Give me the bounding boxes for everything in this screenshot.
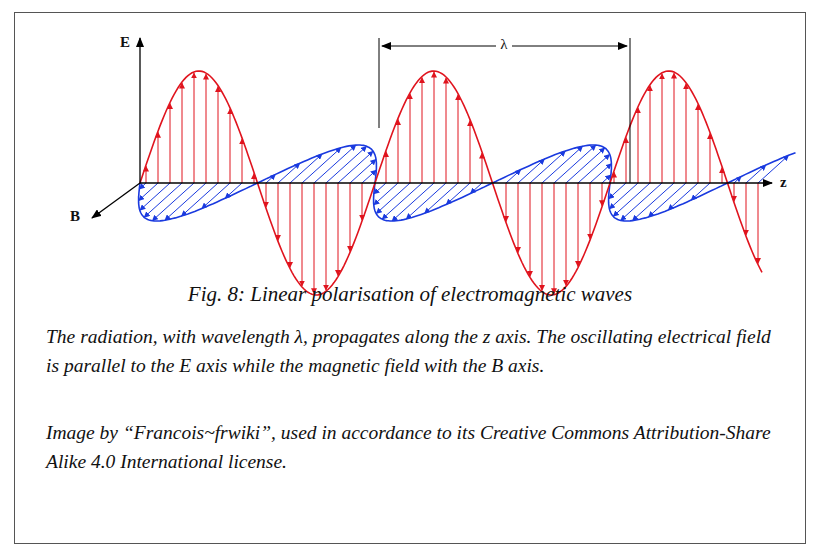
field-arrow bbox=[691, 183, 710, 200]
field-arrow bbox=[170, 104, 171, 184]
field-arrow bbox=[746, 165, 766, 183]
dimension-line bbox=[630, 38, 631, 183]
field-arrow bbox=[140, 183, 170, 210]
field-arrow bbox=[350, 183, 351, 251]
b-axis bbox=[92, 183, 140, 218]
field-arrow bbox=[446, 78, 447, 183]
field-arrow bbox=[410, 94, 411, 183]
magnetic-field-wave bbox=[139, 145, 796, 221]
field-arrow bbox=[698, 105, 699, 184]
field-arrow bbox=[674, 73, 675, 183]
field-arrow bbox=[518, 183, 519, 253]
field-arrow bbox=[542, 183, 543, 291]
field-arrow bbox=[278, 163, 300, 183]
figure-caption: Fig. 8: Linear polarisation of electroma… bbox=[14, 282, 806, 307]
field-arrow bbox=[182, 83, 183, 183]
field-arrow bbox=[266, 183, 267, 207]
field-arrow bbox=[152, 183, 194, 221]
credit-text: Image by “Francois~frwiki”, used in acco… bbox=[46, 418, 786, 476]
field-arrow bbox=[710, 134, 711, 184]
field-arrow bbox=[530, 183, 531, 276]
field-arrow bbox=[668, 183, 698, 210]
axis-label: z bbox=[780, 174, 787, 191]
field-arrow bbox=[278, 183, 279, 240]
field-arrow bbox=[578, 183, 579, 267]
e-axis bbox=[139, 38, 140, 183]
field-arrow bbox=[314, 183, 315, 294]
field-arrow bbox=[398, 119, 399, 183]
dimension-line bbox=[379, 38, 380, 128]
field-arrow bbox=[554, 145, 596, 183]
field-arrow bbox=[686, 84, 687, 183]
field-arrow bbox=[230, 109, 231, 183]
field-arrow bbox=[662, 74, 663, 183]
description-text: The radiation, with wavelength λ, propag… bbox=[46, 322, 786, 380]
field-arrow bbox=[314, 145, 356, 183]
field-arrow bbox=[392, 183, 434, 221]
field-arrow bbox=[139, 183, 158, 201]
field-arrow bbox=[146, 166, 147, 183]
field-arrow bbox=[609, 183, 638, 209]
field-arrow bbox=[326, 146, 367, 183]
z-axis bbox=[140, 182, 772, 183]
field-arrow bbox=[218, 87, 219, 184]
field-arrow bbox=[374, 183, 386, 194]
field-arrow bbox=[470, 121, 471, 183]
field-arrow bbox=[374, 183, 398, 205]
field-arrow bbox=[482, 153, 483, 183]
field-arrow bbox=[758, 183, 759, 264]
field-arrow bbox=[290, 183, 291, 268]
field-arrow bbox=[506, 183, 507, 222]
axis-label: B bbox=[70, 208, 80, 225]
field-arrow bbox=[362, 183, 363, 220]
field-arrow bbox=[302, 148, 341, 183]
field-arrow bbox=[202, 183, 230, 209]
magnetic-field-hatching bbox=[139, 145, 789, 221]
field-arrow bbox=[746, 183, 747, 235]
field-arrow bbox=[602, 183, 603, 206]
field-arrow bbox=[518, 159, 545, 183]
field-arrow bbox=[406, 183, 446, 219]
field-arrow bbox=[326, 183, 327, 290]
field-arrow bbox=[626, 138, 627, 184]
field-arrow bbox=[194, 73, 195, 183]
field-arrow bbox=[566, 148, 605, 183]
field-arrow bbox=[648, 183, 686, 217]
field-arrow bbox=[350, 159, 376, 183]
axis-label: E bbox=[120, 34, 130, 51]
field-arrow bbox=[554, 183, 555, 294]
wavelength-label: λ bbox=[496, 36, 511, 53]
field-arrow bbox=[590, 183, 591, 239]
field-arrow bbox=[566, 183, 567, 285]
field-arrow bbox=[422, 78, 423, 184]
field-arrow bbox=[434, 72, 435, 183]
field-arrow bbox=[458, 95, 459, 183]
field-arrow bbox=[386, 152, 387, 184]
field-arrow bbox=[734, 183, 735, 201]
field-arrow bbox=[578, 154, 610, 183]
field-arrow bbox=[206, 74, 207, 183]
field-arrow bbox=[613, 183, 650, 216]
field-arrow bbox=[590, 164, 611, 183]
field-arrow bbox=[338, 183, 339, 276]
field-arrow bbox=[382, 183, 422, 219]
field-arrow bbox=[446, 183, 470, 205]
field-arrow bbox=[225, 183, 242, 198]
field-arrow bbox=[650, 86, 651, 183]
field-arrow bbox=[242, 139, 243, 183]
field-arrow bbox=[638, 108, 639, 183]
field-arrow bbox=[144, 183, 182, 217]
field-arrow bbox=[362, 170, 376, 183]
field-arrow bbox=[158, 132, 159, 183]
field-arrow bbox=[302, 183, 303, 286]
field-arrow bbox=[181, 183, 218, 216]
